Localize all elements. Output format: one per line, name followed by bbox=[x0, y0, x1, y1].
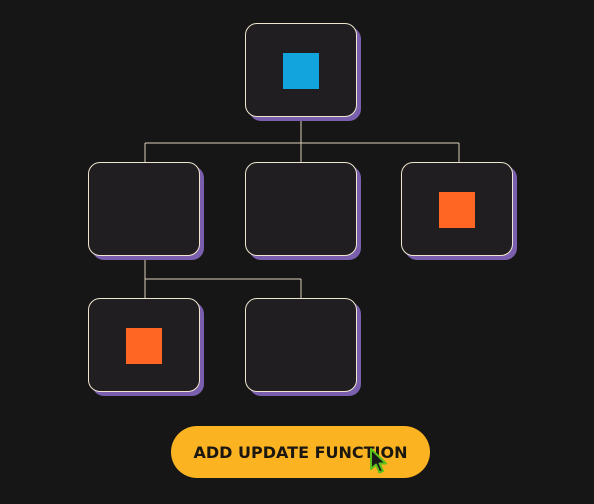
tree-node-level1-1[interactable] bbox=[88, 162, 200, 256]
orange-square-marker bbox=[126, 328, 162, 364]
tree-node-root[interactable] bbox=[245, 23, 357, 117]
tree-node-level1-3[interactable] bbox=[401, 162, 513, 256]
blue-square-marker bbox=[283, 53, 319, 89]
tree-node-level1-2[interactable] bbox=[245, 162, 357, 256]
tree-node-level2-1[interactable] bbox=[88, 298, 200, 392]
tree-node-level2-2[interactable] bbox=[245, 298, 357, 392]
orange-square-marker bbox=[439, 192, 475, 228]
add-update-function-button[interactable]: ADD UPDATE FUNCTION bbox=[171, 426, 430, 478]
